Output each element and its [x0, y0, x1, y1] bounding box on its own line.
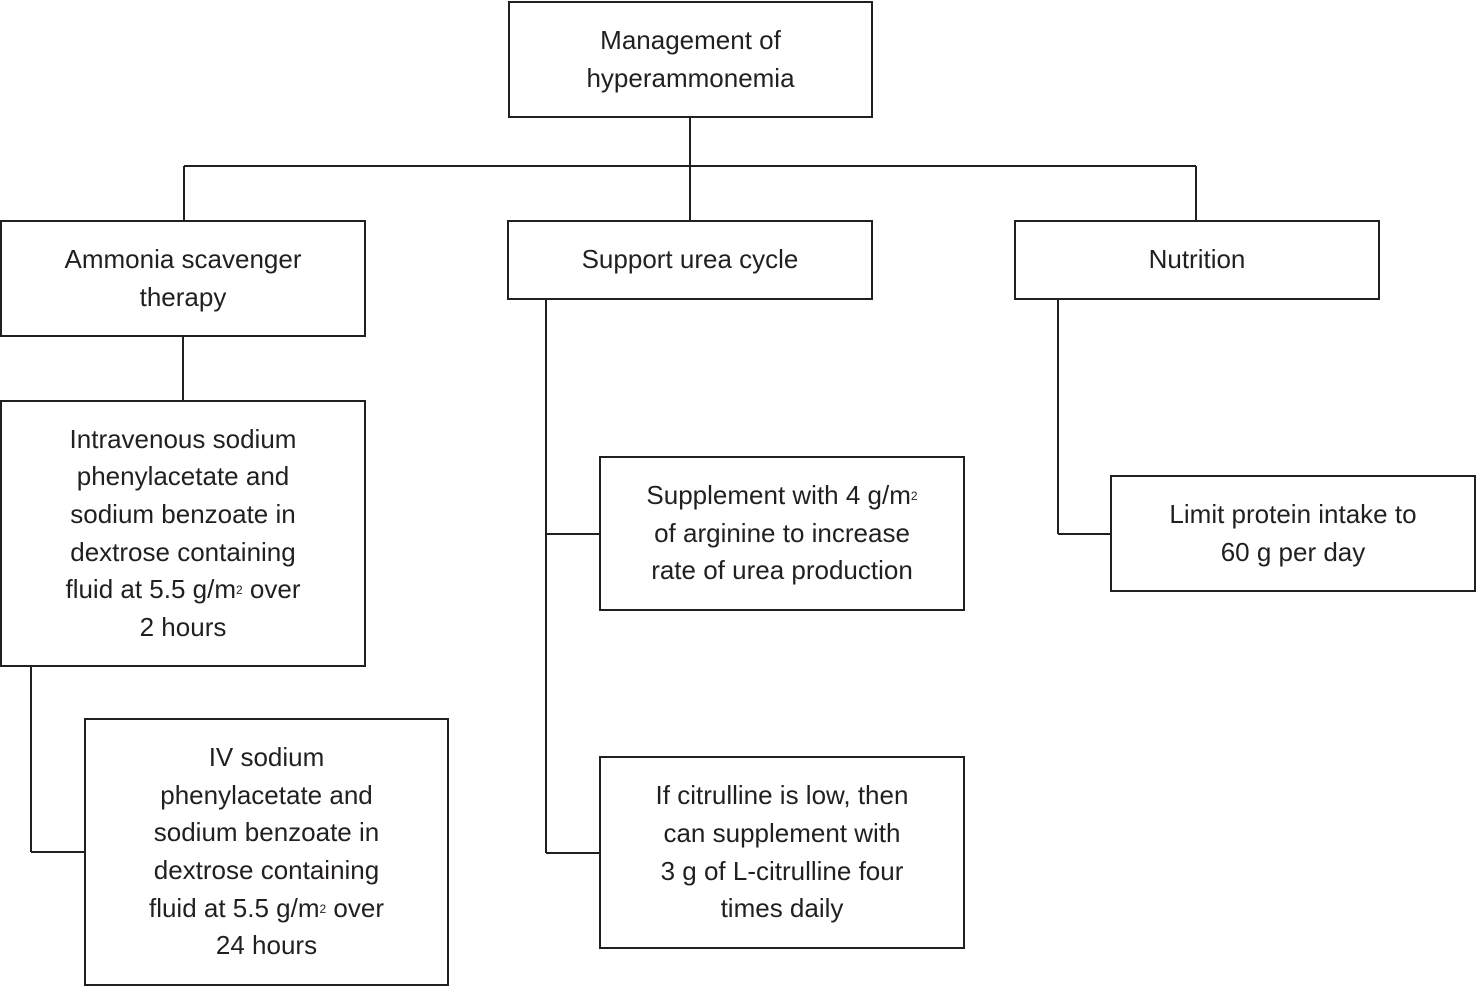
node-text-line: IV sodium	[208, 742, 325, 773]
leaf-node-iv-24-hours: IV sodium phenylacetate and sodium benzo…	[84, 718, 449, 986]
node-text-line: Ammonia scavenger	[64, 243, 302, 274]
node-text-line: dextrose containing	[153, 855, 380, 885]
leaf-node-text: Intravenous sodium phenylacetate and sod…	[65, 421, 300, 647]
node-text-line: If citrulline is low, then	[655, 780, 909, 811]
node-text-line: Nutrition	[1148, 244, 1246, 275]
leaf-node-text: If citrulline is low, then can supplemen…	[656, 777, 909, 927]
node-text-line-with-superscript: fluid at 5.5 g/m2 over	[149, 890, 384, 928]
leaf-node-limit-protein: Limit protein intake to 60 g per day	[1110, 475, 1476, 592]
node-text-line: Support urea cycle	[581, 244, 799, 275]
node-text-line: dextrose containing	[70, 536, 296, 567]
node-text-line: Limit protein intake to	[1169, 498, 1417, 529]
node-text-line: hyperammonemia	[586, 62, 795, 93]
superscript-exponent: 2	[910, 489, 918, 504]
leaf-node-text: Supplement with 4 g/m2 of arginine to in…	[646, 477, 917, 590]
branch-node-nutrition: Nutrition	[1014, 220, 1380, 300]
leaf-node-arginine-supplement: Supplement with 4 g/m2 of arginine to in…	[599, 456, 965, 611]
branch-node-ammonia-scavenger-therapy: Ammonia scavenger therapy	[0, 220, 366, 337]
node-text-line: sodium benzoate in	[70, 498, 296, 529]
superscript-exponent: 2	[236, 583, 243, 598]
node-text-line: phenylacetate and	[76, 461, 290, 492]
node-text-line: rate of urea production	[651, 555, 913, 586]
dose-text: fluid at 5.5 g/m	[65, 574, 237, 605]
node-text-line: therapy	[139, 281, 227, 312]
node-text-line-with-superscript: Supplement with 4 g/m2	[646, 477, 917, 515]
dose-text: Supplement with 4 g/m	[646, 480, 911, 511]
branch-node-text: Ammonia scavenger therapy	[65, 241, 302, 316]
branch-node-text: Nutrition	[1149, 241, 1246, 279]
root-node-text: Management of hyperammonemia	[586, 22, 794, 97]
dose-text-continuation: over	[242, 574, 301, 605]
node-text-line: 2 hours	[139, 611, 227, 642]
node-text-line: can supplement with	[663, 817, 901, 848]
node-text-line-with-superscript: fluid at 5.5 g/m2 over	[65, 571, 300, 609]
superscript-exponent: 2	[319, 901, 327, 916]
node-text-line: phenylacetate and	[160, 779, 373, 810]
leaf-node-text: IV sodium phenylacetate and sodium benzo…	[149, 739, 384, 965]
node-text-line: of arginine to increase	[654, 517, 910, 548]
node-text-line: 3 g of L-citrulline four	[660, 855, 904, 886]
node-text-line: sodium benzoate in	[153, 817, 380, 848]
leaf-node-iv-2-hours: Intravenous sodium phenylacetate and sod…	[0, 400, 366, 667]
dose-text: fluid at 5.5 g/m	[148, 892, 320, 923]
leaf-node-citrulline-supplement: If citrulline is low, then can supplemen…	[599, 756, 965, 949]
node-text-line: Management of	[600, 24, 781, 55]
node-text-line: Intravenous sodium	[69, 423, 297, 454]
node-text-line: 24 hours	[215, 930, 318, 961]
branch-node-text: Support urea cycle	[582, 241, 799, 279]
leaf-node-text: Limit protein intake to 60 g per day	[1169, 496, 1416, 571]
branch-node-support-urea-cycle: Support urea cycle	[507, 220, 873, 300]
root-node-management-of-hyperammonemia: Management of hyperammonemia	[508, 1, 873, 118]
node-text-line: 60 g per day	[1220, 536, 1366, 567]
dose-text-continuation: over	[326, 892, 385, 923]
node-text-line: times daily	[720, 893, 844, 924]
